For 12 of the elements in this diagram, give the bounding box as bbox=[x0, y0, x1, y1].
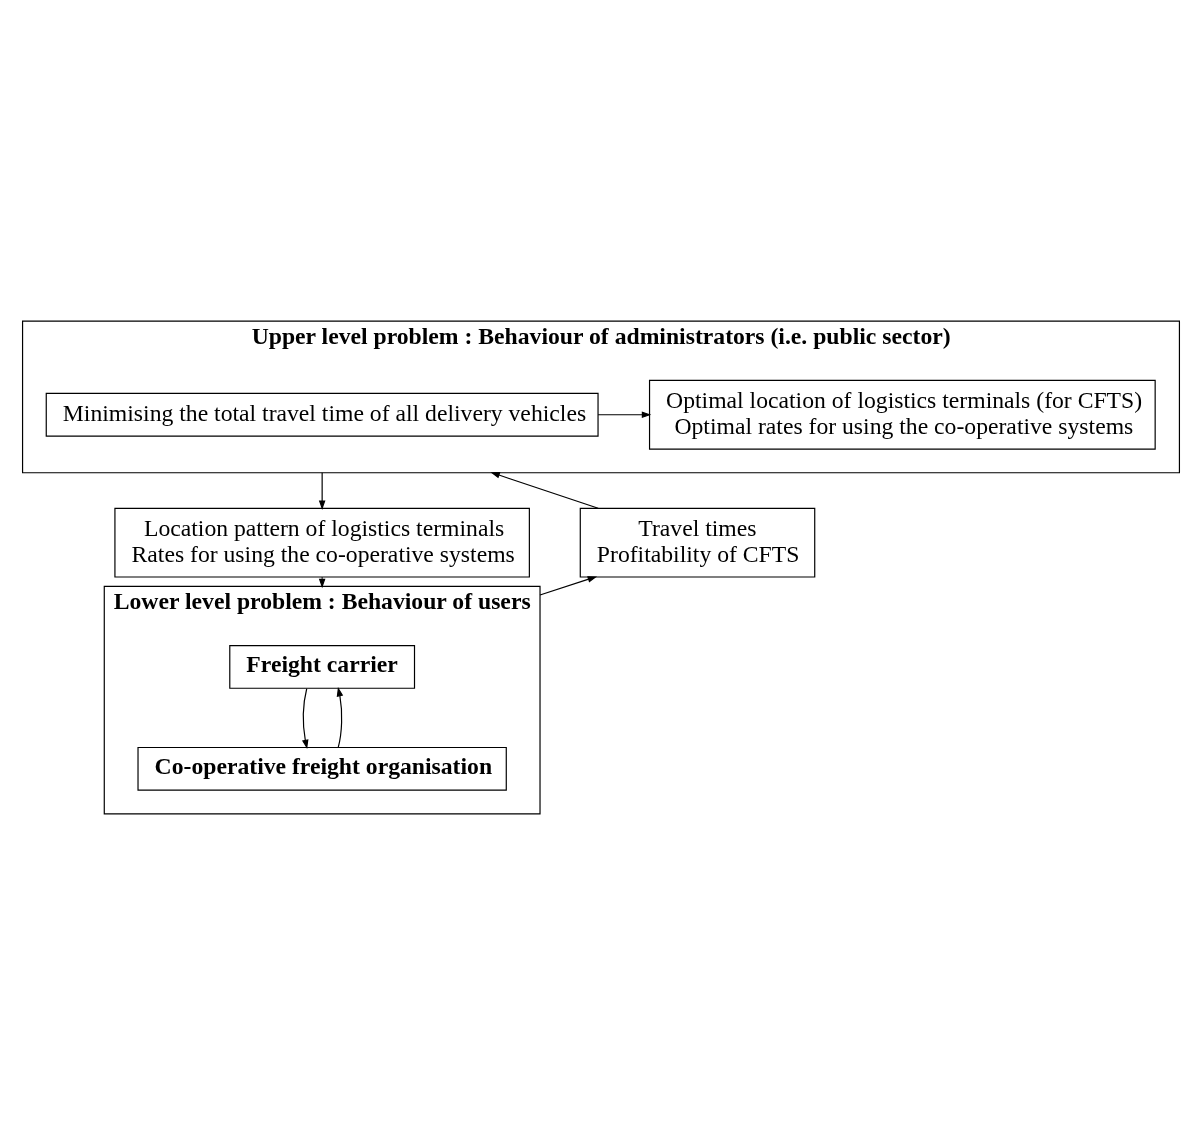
arrow bbox=[301, 687, 309, 749]
arrow bbox=[336, 686, 344, 748]
arrow bbox=[318, 471, 326, 510]
arrow bbox=[597, 410, 652, 418]
arrow bbox=[539, 575, 598, 596]
arrow bbox=[490, 471, 599, 509]
node-box: Freight carrier bbox=[229, 644, 416, 689]
node-box: Minimising the total travel time of all delivery vehicles bbox=[45, 392, 599, 437]
node-box: Co-operative freight organisation bbox=[137, 746, 507, 791]
node-box: Optimal location of logistics terminals (for CFTS) Optimal rates for using the co-operative systems bbox=[648, 379, 1156, 450]
arrow bbox=[318, 576, 326, 588]
node-box: Travel times Profitability of CFTS bbox=[579, 507, 816, 578]
